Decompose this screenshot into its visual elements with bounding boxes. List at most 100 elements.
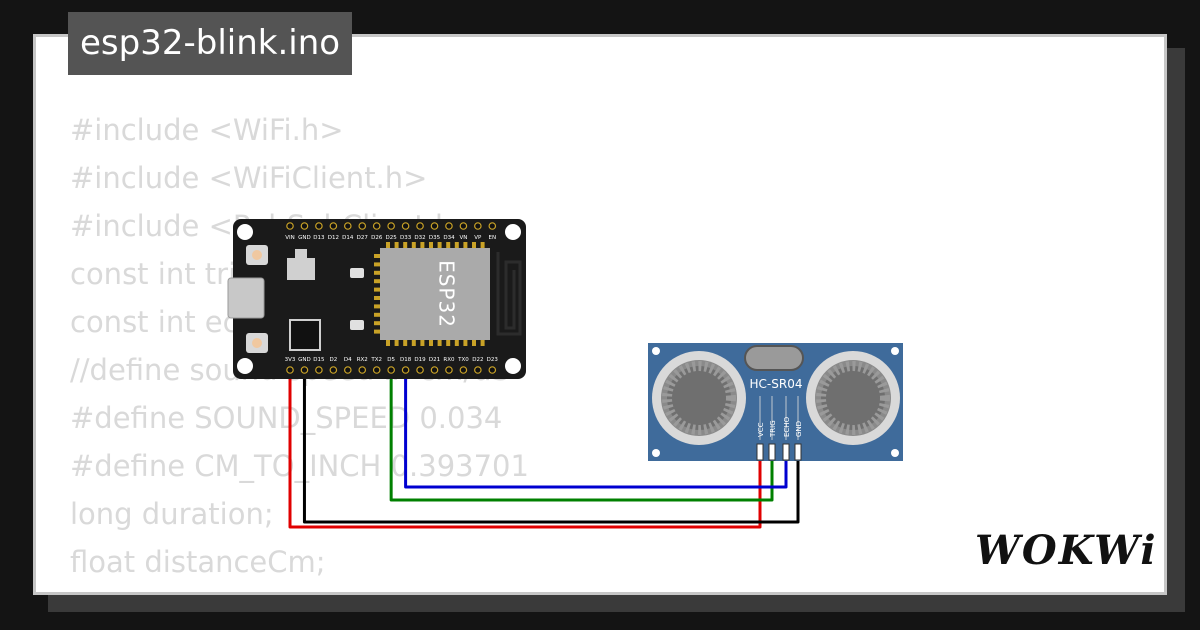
mount-hole [652, 347, 660, 355]
esp32-pin-rx2[interactable] [358, 366, 367, 374]
module-pad [463, 242, 468, 248]
esp32-pin-d4[interactable] [343, 366, 352, 374]
pin-label: GND [298, 357, 311, 363]
sensor-pin-vcc[interactable] [756, 443, 764, 461]
sensor-pins[interactable] [756, 443, 802, 461]
esp32-pin-d18[interactable] [401, 366, 410, 374]
esp32-pin-gnd[interactable] [300, 366, 309, 374]
sensor-pin-label: VCC [757, 422, 765, 437]
esp32-pin-en[interactable] [488, 222, 497, 230]
module-pad [446, 242, 451, 248]
pin-label: D14 [342, 235, 354, 241]
mount-hole [237, 224, 253, 240]
sensor-pin-trig[interactable] [768, 443, 776, 461]
wire-d18-to-echo[interactable] [404, 372, 788, 489]
boot-button-cap [252, 250, 262, 260]
module-pad [374, 287, 380, 292]
esp32-pin-d14[interactable] [343, 222, 352, 230]
pin-label: VP [474, 235, 482, 241]
transducer-right-mesh [816, 361, 890, 435]
esp32-pin-d27[interactable] [358, 222, 367, 230]
pin-label: D2 [329, 357, 337, 363]
module-pad [472, 242, 476, 248]
code-line: #define SOUND_SPEED 0.034 [70, 401, 503, 435]
esp32-pin-vp[interactable] [474, 222, 482, 230]
pin-label: D35 [429, 235, 441, 241]
esp32-pin-tx2[interactable] [372, 366, 381, 374]
module-pad [429, 242, 433, 248]
esp32-pin-d25[interactable] [387, 222, 395, 230]
wire-gnd-to-gnd[interactable] [302, 372, 800, 524]
usb-uart-chip [289, 319, 321, 351]
esp32-bottom-pins[interactable] [286, 366, 497, 374]
mount-hole [891, 449, 899, 457]
crystal-oscillator [744, 345, 804, 371]
esp32-pin-d23[interactable] [488, 366, 497, 374]
esp32-pin-d5[interactable] [387, 366, 395, 374]
esp32-pin-rx0[interactable] [445, 366, 453, 374]
sensor-pin-gnd[interactable] [794, 443, 802, 461]
esp32-pin-d15[interactable] [315, 366, 323, 374]
esp32-pin-d35[interactable] [430, 222, 439, 230]
wire-d5-to-trig[interactable] [389, 372, 774, 502]
esp32-pin-d19[interactable] [416, 366, 424, 374]
esp32-pin-d32[interactable] [416, 222, 424, 230]
module-pad [472, 340, 476, 346]
esp32-pin-gnd[interactable] [300, 222, 309, 230]
module-pad [374, 329, 380, 334]
pin-label: VN [459, 235, 467, 241]
pin-label: D25 [386, 235, 398, 241]
voltage-regulator [287, 258, 315, 280]
sensor-label: HC-SR04 [750, 377, 803, 391]
esp32-top-pins[interactable] [286, 222, 497, 230]
module-pad [411, 340, 416, 346]
module-pad [429, 340, 433, 346]
esp32-pin-d13[interactable] [315, 222, 323, 230]
code-line: #include <WiFiClient.h> [70, 161, 428, 195]
pin-label: RX2 [357, 357, 368, 363]
pin-label: D22 [472, 357, 483, 363]
esp32-pin-d34[interactable] [445, 222, 453, 230]
mount-hole [891, 347, 899, 355]
pin-label: D33 [400, 235, 412, 241]
sensor-pin-label: TRIG [769, 420, 777, 438]
esp32-pin-d21[interactable] [430, 366, 439, 374]
code-line: long duration; [70, 497, 274, 531]
pin-label: 3V3 [285, 357, 296, 363]
pin-label: VIN [285, 235, 295, 241]
esp32-pin-d22[interactable] [474, 366, 482, 374]
module-pad [374, 304, 380, 309]
esp32-pin-vin[interactable] [286, 222, 294, 230]
esp32-pin-d12[interactable] [329, 222, 338, 230]
module-pad [480, 340, 485, 346]
esp32-chip-label: ESP32 [435, 260, 459, 328]
esp32-pin-d33[interactable] [401, 222, 410, 230]
module-pad [374, 279, 380, 284]
esp32-pin-tx0[interactable] [459, 366, 468, 374]
pin-label: D19 [414, 357, 426, 363]
esp32-pin-3v3[interactable] [286, 366, 294, 374]
pin-label: D15 [313, 357, 325, 363]
pin-label: D23 [487, 357, 499, 363]
esp32-pin-vn[interactable] [459, 222, 468, 230]
module-pad [374, 262, 380, 267]
module-pad [480, 242, 485, 248]
module-pad [374, 254, 380, 258]
module-pad [420, 242, 425, 248]
wire-3v3-to-vcc[interactable] [288, 372, 762, 529]
module-pad [394, 242, 399, 248]
pin-label: D5 [387, 357, 395, 363]
antenna-trace [496, 252, 522, 336]
code-line: #include <WiFi.h> [70, 113, 344, 147]
esp32-pin-d2[interactable] [329, 366, 338, 374]
pin-label: D32 [414, 235, 425, 241]
file-tab[interactable]: esp32-blink.ino [68, 12, 353, 75]
pin-traces [759, 396, 799, 440]
esp32-pin-d26[interactable] [372, 222, 381, 230]
sensor-pin-echo[interactable] [782, 443, 790, 461]
